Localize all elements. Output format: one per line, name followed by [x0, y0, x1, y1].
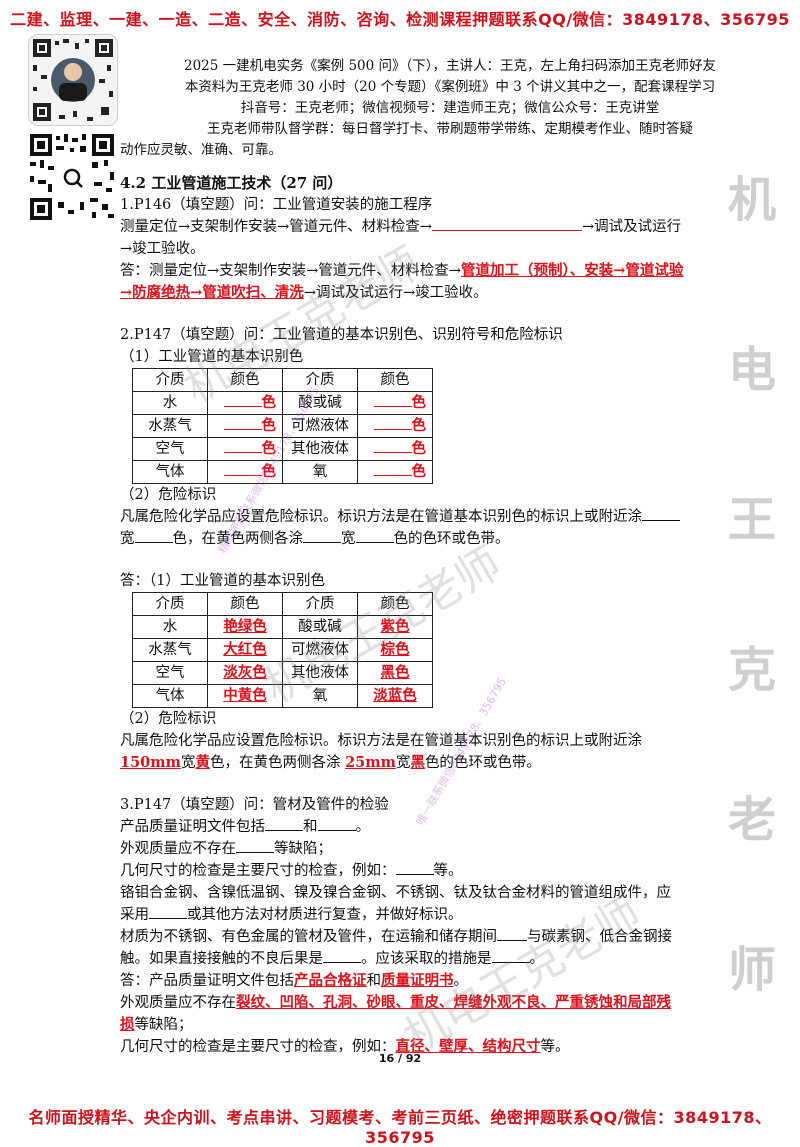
- table-cell: 大红色: [207, 638, 283, 662]
- q3-line-3: 几何尺寸的检查是主要尺寸的检查，例如：等。: [120, 863, 463, 879]
- table-cell: 色: [357, 414, 433, 438]
- q2-sub2: （2）危险标识: [120, 487, 217, 503]
- table-header: 颜色: [357, 592, 433, 616]
- q2-hazard-question: 凡属危险化学品应设置危险标识。标识方法是在管道基本识别色的标识上或附近涂宽色，在…: [120, 506, 685, 550]
- table-cell: 中黄色: [207, 684, 283, 708]
- table-cell: 氧: [282, 460, 358, 484]
- bottom-banner: 名师面授精华、央企内训、考点串讲、习题模考、考前三页纸、绝密押题联系QQ/微信：…: [28, 1108, 772, 1147]
- table-cell: 水: [132, 615, 208, 639]
- q3-line-2: 外观质量应不存在等缺陷；: [120, 841, 332, 857]
- table-cell: 棕色: [357, 638, 433, 662]
- table-cell: 艳绿色: [207, 615, 283, 639]
- table-cell: 水蒸气: [132, 638, 208, 662]
- watermark-char: 电: [727, 342, 776, 398]
- table-row: 水蒸气 大红色 可燃液体 棕色: [132, 638, 433, 662]
- table-cell: 色: [207, 460, 283, 484]
- q3-line-1: 产品质量证明文件包括和。: [120, 819, 370, 835]
- q2-answer-table: 介质 颜色 介质 颜色 水 艳绿色 酸或碱 紫色 水蒸气 大红色 可燃液体 棕色…: [132, 592, 433, 708]
- table-cell: 水蒸气: [132, 414, 208, 438]
- q3-answer-3: 几何尺寸的检查是主要尺寸的检查，例如：直径、壁厚、结构尺寸等。: [120, 1038, 570, 1055]
- q2-hazard-answer: 凡属危险化学品应设置危险标识。标识方法是在管道基本识别色的标识上或附近涂 150…: [120, 733, 642, 771]
- q1-blank: [431, 230, 582, 231]
- watermark-char: 王: [727, 492, 776, 548]
- table-header-row: 介质 颜色 介质 颜色: [132, 592, 433, 616]
- page-number: 16 / 92: [378, 1052, 422, 1065]
- table-header: 颜色: [207, 368, 283, 392]
- table-row: 水 艳绿色 酸或碱 紫色: [132, 615, 433, 639]
- table-row: 空气 色 其他液体 色: [132, 437, 433, 461]
- table-cell: 气体: [132, 684, 208, 708]
- table-row: 气体 中黄色 氧 淡蓝色: [132, 684, 433, 708]
- q1-answer: 答：测量定位→支架制作安装→管道元件、材料检查→管道加工（预制）、安装→管道试验…: [120, 262, 684, 301]
- q2-title: 2.P147（填空题）问：工业管道的基本识别色、识别符号和危险标识: [120, 327, 563, 343]
- q3-line-4: 铬钼合金钢、含镍低温钢、镍及镍合金钢、不锈钢、钛及钛合金材料的管道组成件，应采用…: [120, 885, 671, 923]
- table-cell: 空气: [132, 437, 208, 461]
- table-cell: 色: [357, 437, 433, 461]
- top-banner: 二建、监理、一建、一造、二造、安全、消防、咨询、检测课程押题联系QQ/微信：38…: [10, 10, 790, 29]
- table-cell: 可燃液体: [282, 638, 358, 662]
- table-cell: 气体: [132, 460, 208, 484]
- document-body: 4.2 工业管道施工技术（27 问） 1.P146（填空题）问：工业管道安装的施…: [120, 172, 685, 1058]
- watermark-char: 克: [727, 642, 776, 698]
- table-row: 水 色 酸或碱 色: [132, 391, 433, 415]
- table-cell: 色: [357, 391, 433, 415]
- header-line-4: 王克老师带队督学群：每日督学打卡、带刷题带学带练、定期模考作业、随时答疑: [207, 121, 693, 137]
- header-line-3: 抖音号：王克老师；微信视频号：建造师王克；微信公众号：王克讲堂: [240, 100, 660, 116]
- table-row: 气体 色 氧 色: [132, 460, 433, 484]
- document-header: 2025 一建机电实务《案例 500 问》（下），主讲人：王克，左上角扫码添加王…: [120, 56, 780, 161]
- group-qr-code: [28, 132, 116, 222]
- table-row: 水蒸气 色 可燃液体 色: [132, 414, 433, 438]
- q3-answer-2: 外观质量应不存在裂纹、凹陷、孔洞、砂眼、重皮、焊缝外观不良、严重锈蚀和局部残损等…: [120, 994, 671, 1033]
- table-cell: 淡蓝色: [357, 684, 433, 708]
- q2-answer-label: 答：（1）工业管道的基本识别色: [120, 573, 325, 589]
- header-line-1: 2025 一建机电实务《案例 500 问》（下），主讲人：王克，左上角扫码添加王…: [184, 58, 716, 74]
- table-cell: 色: [207, 414, 283, 438]
- table-cell: 氧: [282, 684, 358, 708]
- table-cell: 其他液体: [282, 661, 358, 685]
- q2-answer-sub2: （2）危险标识: [120, 711, 217, 727]
- table-cell: 空气: [132, 661, 208, 685]
- q3-answer-1: 答：产品质量证明文件包括产品合格证和质量证明书。: [120, 972, 468, 989]
- q3-title: 3.P147（填空题）问：管材及管件的检验: [120, 797, 389, 813]
- q2-color-table: 介质 颜色 介质 颜色 水 色 酸或碱 色 水蒸气 色 可燃液体 色 空气 色 …: [132, 368, 433, 484]
- q1-title: 1.P146（填空题）问：工业管道安装的施工程序: [120, 197, 433, 213]
- table-cell: 紫色: [357, 615, 433, 639]
- table-cell: 酸或碱: [282, 615, 358, 639]
- table-header: 介质: [132, 592, 208, 616]
- q2-sub1: （1）工业管道的基本识别色: [120, 349, 304, 365]
- table-header: 介质: [282, 592, 358, 616]
- q1-question: 测量定位→支架制作安装→管道元件、材料检查→→调试及试运行→竣工验收。: [120, 219, 682, 257]
- q3-line-5: 材质为不锈钢、有色金属的管材及管件，在运输和储存期间与碳素钢、低合金钢接触。如果…: [120, 929, 672, 967]
- wechat-qr-code: [28, 34, 118, 126]
- header-line-5: 动作应灵敏、准确、可靠。: [120, 142, 282, 158]
- table-header: 介质: [282, 368, 358, 392]
- table-header-row: 介质 颜色 介质 颜色: [132, 368, 433, 392]
- header-line-2: 本资料为王克老师 30 小时（20 个专题）《案例班》中 3 个讲义其中之一，配…: [184, 79, 716, 95]
- watermark-char: 师: [727, 942, 776, 998]
- table-header: 颜色: [357, 368, 433, 392]
- table-cell: 色: [357, 460, 433, 484]
- watermark-char: 机: [727, 172, 776, 228]
- section-title: 4.2 工业管道施工技术（27 问）: [120, 174, 343, 192]
- watermark-char: 老: [727, 792, 776, 848]
- table-header: 颜色: [207, 592, 283, 616]
